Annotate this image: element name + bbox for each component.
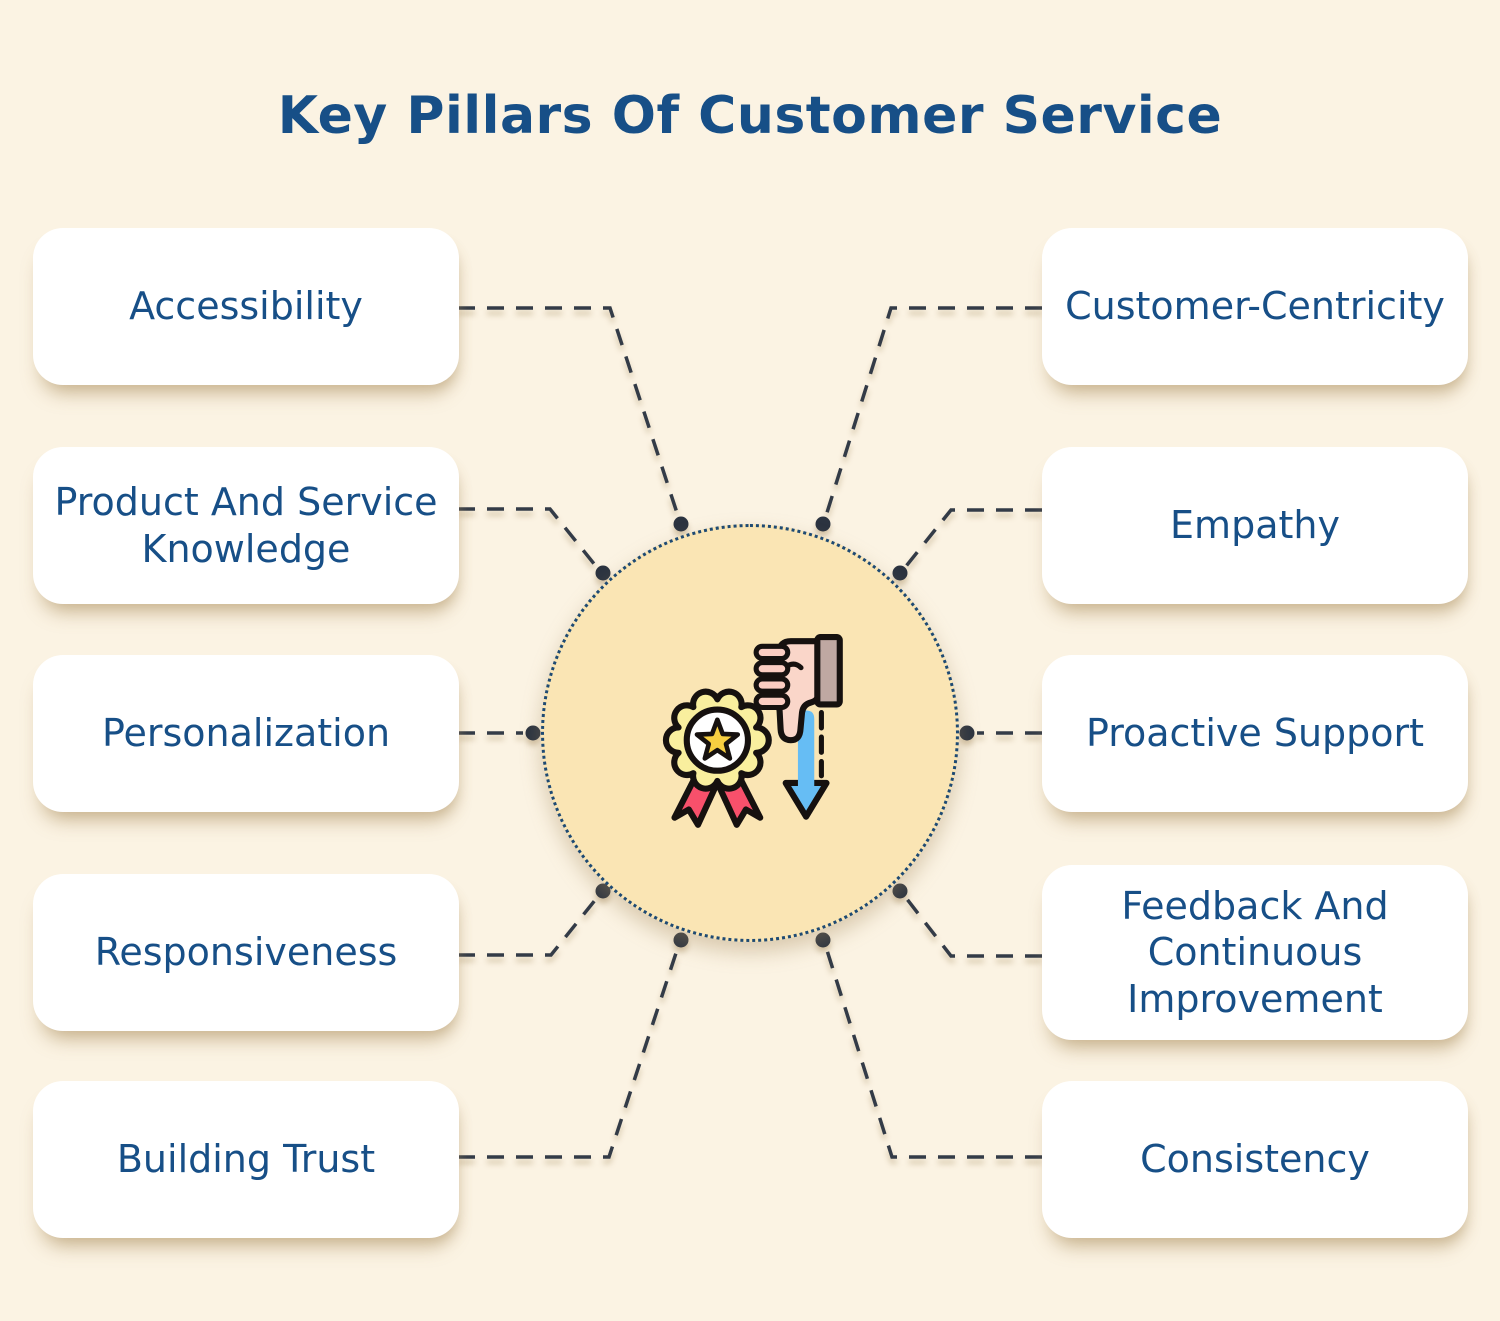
connector-dot <box>959 725 975 741</box>
award-badge-thumbs-down-icon <box>662 634 843 828</box>
connector-feedback <box>901 892 1042 958</box>
pillar-label: Accessibility <box>129 284 363 329</box>
pillar-label: Proactive Support <box>1085 711 1425 756</box>
diagram-title: Key Pillars Of Customer Service <box>277 86 1223 146</box>
pillar-label: Product And Service Knowledge <box>54 480 438 571</box>
sleeve-cuff <box>814 634 843 708</box>
pillar-label: Responsiveness <box>94 930 398 975</box>
connector-dot <box>892 565 908 581</box>
connector-dot <box>525 725 541 741</box>
pillar-label: Empathy <box>1170 503 1340 548</box>
finger <box>753 692 791 711</box>
pillar-box-feedback-and-continuous-improvement: Feedback And Continuous Improvement <box>1042 865 1468 1040</box>
connector-dot <box>815 516 831 532</box>
pillar-label: Customer-Centricity <box>1065 284 1445 329</box>
pillar-label: Personalization <box>101 711 391 756</box>
finger <box>753 643 791 662</box>
connector-product-and-service-knowledge <box>458 507 601 572</box>
star-icon <box>694 717 741 761</box>
finger <box>753 660 791 678</box>
connector-dot <box>673 932 689 948</box>
connector-responsiveness <box>458 892 602 957</box>
pillar-box-consistency: Consistency <box>1042 1081 1468 1238</box>
connector-dot <box>892 883 908 899</box>
connector-customer-centricity <box>823 306 1042 520</box>
connector-building-trust <box>458 943 681 1159</box>
pillar-box-building-trust: Building Trust <box>33 1081 459 1238</box>
pillar-box-empathy: Empathy <box>1042 447 1468 604</box>
connector-dot <box>673 516 689 532</box>
pillar-box-customer-centricity: Customer-Centricity <box>1042 228 1468 385</box>
central-hub-circle <box>541 524 959 942</box>
pillar-box-responsiveness: Responsiveness <box>33 874 459 1031</box>
pillar-label: Consistency <box>1140 1137 1370 1182</box>
pillar-box-proactive-support: Proactive Support <box>1042 655 1468 812</box>
connector-empathy <box>901 508 1042 572</box>
pillar-label: Feedback And Continuous Improvement <box>1121 883 1389 1021</box>
pillar-label: Building Trust <box>116 1137 376 1182</box>
connector-dot <box>815 932 831 948</box>
pillar-box-personalization: Personalization <box>33 655 459 812</box>
pillar-box-accessibility: Accessibility <box>33 228 459 385</box>
connector-consistency <box>823 943 1042 1159</box>
finger <box>753 676 791 694</box>
pillar-box-product-and-service-knowledge: Product And Service Knowledge <box>33 447 459 604</box>
connector-accessibility <box>458 306 681 520</box>
